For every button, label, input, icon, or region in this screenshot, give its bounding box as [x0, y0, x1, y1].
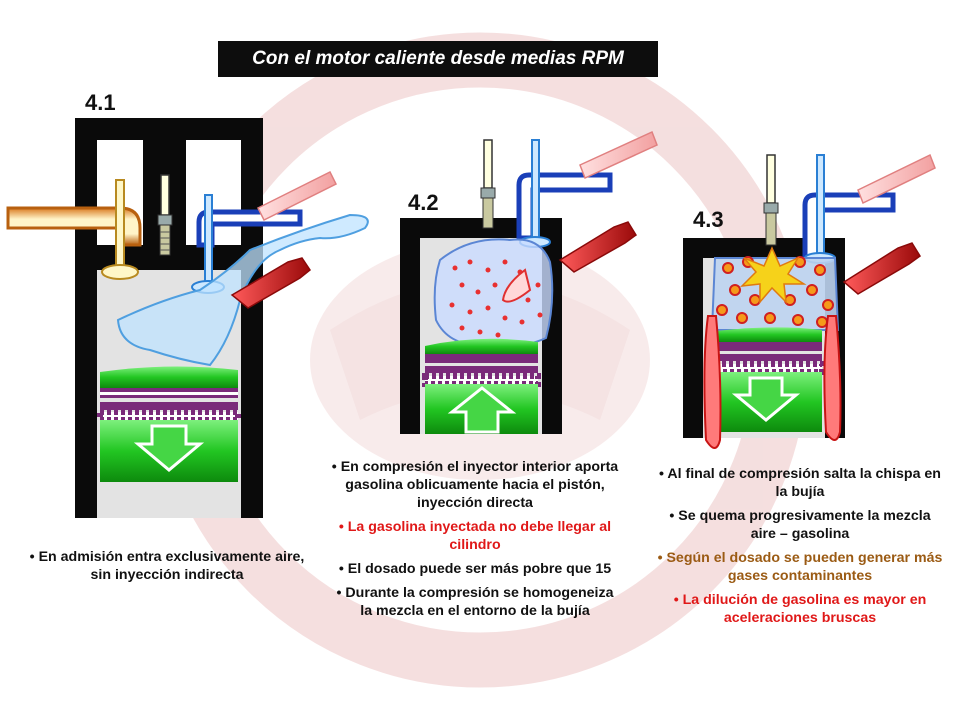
stage-3-note-3: • Según el dosado se pueden generar más … — [657, 550, 943, 584]
stage-number-2: 4.2 — [408, 190, 439, 215]
diagram-title: Con el motor caliente desde medias RPM — [218, 41, 658, 77]
flame-burst-icon — [739, 246, 807, 305]
up-arrow-icon — [447, 386, 517, 434]
injector-icon — [558, 130, 658, 273]
injector-icon — [842, 153, 936, 295]
stage-2-note-4: • Durante la compresión se homogeneiza l… — [336, 585, 614, 619]
stage-2-note-1: • En compresión el inyector interior apo… — [331, 459, 619, 511]
down-arrow-icon — [133, 424, 205, 472]
stage-3-note-4: • La dilución de gasolina es mayor en ac… — [673, 592, 927, 626]
stage-2-note-3: • El dosado puede ser más pobre que 15 — [338, 561, 612, 577]
engine-stage-3 — [683, 153, 936, 449]
fuel-dilution-drips — [703, 315, 842, 449]
spark-plug-icon — [480, 139, 496, 229]
down-arrow-icon — [731, 376, 801, 422]
stage-2-note-2: • La gasolina inyectada no debe llegar a… — [338, 519, 612, 553]
stage-1-notes: • En admisión entra exclusivamente aire,… — [22, 548, 312, 590]
stage-3-note-1: • Al final de compresión salta la chispa… — [659, 466, 941, 500]
stage-2-notes: • En compresión el inyector interior apo… — [330, 458, 620, 626]
stage-number-1: 4.1 — [85, 90, 116, 115]
valve-icon — [101, 179, 139, 280]
stage-number-3: 4.3 — [693, 207, 724, 232]
injector-icon — [230, 170, 338, 309]
engine-stage-1 — [6, 118, 369, 518]
engine-stage-2 — [400, 130, 658, 434]
stage-1-note-1: • En admisión entra exclusivamente aire,… — [29, 549, 305, 583]
stage-3-notes: • Al final de compresión salta la chispa… — [655, 465, 945, 633]
spark-plug-icon — [763, 154, 779, 246]
stage-3-note-2: • Se quema progresivamente la mezcla air… — [669, 508, 931, 542]
spark-plug-icon — [157, 174, 173, 256]
